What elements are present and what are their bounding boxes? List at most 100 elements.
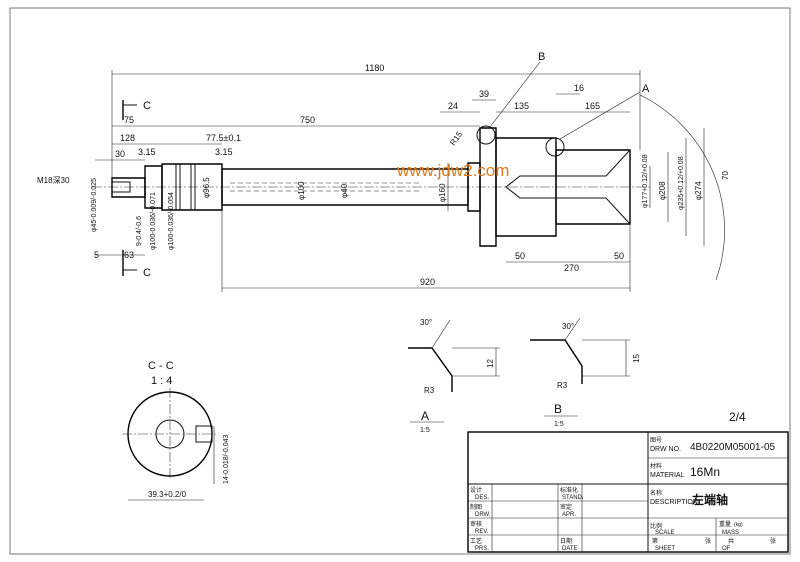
detail-b-circle [476, 125, 496, 145]
detail-a-height: 12 [486, 359, 495, 368]
detail-b-label: B [554, 402, 562, 416]
shaft-hub [495, 137, 557, 237]
dim-1180: 1180 [365, 63, 384, 73]
tb-mass-en: MASS [722, 530, 739, 536]
detail-a-angle: 30° [420, 318, 432, 327]
drawing-frame [9, 7, 791, 555]
dim-d177: φ177+0.12/+0.08 [642, 154, 649, 208]
dim-d208: φ208 [658, 181, 667, 200]
dim-d235: φ235+0.12/+0.08 [678, 156, 685, 210]
dim-70: 70 [721, 171, 730, 180]
sheet-mark: 2/4 [729, 410, 746, 424]
dim-165: 165 [585, 101, 600, 111]
detail-b-scale: 1:5 [554, 421, 564, 428]
title-block [467, 431, 789, 553]
tb-of-cn3: 张 [770, 537, 776, 545]
watermark: www.jdw2.com [396, 161, 509, 180]
keyway-slot [112, 181, 131, 193]
inner-cone [505, 149, 631, 225]
dim-39: 39 [479, 89, 489, 99]
tb-stand-en: STAND. [562, 495, 584, 501]
tb-drw-no-en: DRW NO. [650, 446, 681, 453]
tb-desc-cn: 名称 [650, 489, 662, 497]
dim-50b: 50 [614, 251, 624, 261]
tb-apr-en: APR. [562, 512, 576, 518]
detail-a-profile [408, 347, 453, 392]
dim-75: 75 [124, 115, 134, 125]
dim-m18: M18深30 [37, 176, 70, 185]
tb-mass-cn: 重量 [719, 520, 731, 528]
tb-material-en: MATERIAL [650, 472, 685, 479]
dim-315a: 3.15 [138, 147, 156, 157]
label-c-bottom: C [143, 267, 151, 279]
tb-apr-cn: 审定 [560, 503, 572, 511]
tb-des-en: DES. [475, 495, 489, 501]
tb-sheet-cn: 第 [652, 537, 658, 545]
dim-d100: φ100 [297, 181, 306, 200]
label-c-top: C [143, 100, 151, 112]
dim-50a: 50 [515, 251, 525, 261]
detail-b-height: 15 [632, 354, 641, 363]
dim-d274: φ274 [694, 181, 703, 200]
tb-of-cn: 张 [705, 537, 711, 545]
detail-b-view [530, 317, 630, 417]
detail-a-angle-line [431, 319, 451, 349]
arc-70 [639, 94, 725, 281]
dim-775: 77.5±0.1 [206, 133, 241, 143]
dim-16: 16 [574, 83, 584, 93]
section-dim-393: 39.3+0.2/0 [148, 490, 187, 499]
dim-270: 270 [564, 263, 579, 273]
tb-date-cn: 日期 [560, 537, 572, 545]
dim-135: 135 [514, 101, 529, 111]
detail-a-label: A [421, 409, 429, 423]
tb-scale-cn: 比例 [650, 522, 662, 530]
tb-of-cn2: 共 [728, 537, 734, 545]
tb-sheet-en: SHEET [655, 546, 675, 552]
detail-a-view [408, 319, 500, 423]
dim-d45: φ45-0.009/-0.025 [91, 178, 98, 232]
leader-b [489, 61, 541, 128]
dim-920: 920 [420, 277, 435, 287]
dim-d1004: φ100-0.036/-0.054 [168, 192, 175, 250]
tb-rev-en: REV. [475, 529, 489, 535]
tb-drw-en: DRW. [475, 512, 491, 518]
shaft-end-stub [111, 177, 146, 198]
dim-w9: 9-0.4/-0.6 [136, 216, 143, 246]
tb-prs-en: PRS. [475, 546, 489, 552]
dim-750: 750 [300, 115, 315, 125]
detail-a-scale: 1:5 [420, 427, 430, 434]
tb-stand-cn: 标准化 [560, 486, 578, 494]
detail-b-angle: 30° [562, 322, 574, 331]
dim-315b: 3.15 [215, 147, 233, 157]
dim-r15: R15 [448, 130, 464, 148]
label-a: A [642, 83, 650, 95]
section-title: C - C [148, 360, 174, 372]
title-block-border [467, 431, 789, 553]
detail-b-radius: R3 [557, 381, 568, 390]
shaft-main-view [92, 61, 725, 292]
detail-a-circle [545, 137, 565, 157]
section-scale: 1 : 4 [151, 375, 172, 387]
detail-b-angle-line [564, 317, 581, 341]
tb-of-en: OF [722, 546, 731, 552]
leader-a [559, 91, 641, 140]
tb-description: 左端轴 [691, 492, 728, 507]
tb-des-cn: 设计 [470, 486, 482, 494]
tb-prs-cn: 工艺 [470, 537, 482, 545]
dim-63: 63 [124, 250, 134, 260]
tb-mass-unit: (kg) [734, 522, 743, 528]
tb-drw-no-cn: 图号 [650, 437, 662, 444]
tb-scale-en: SCALE [655, 530, 675, 536]
dim-24: 24 [448, 101, 458, 111]
label-b: B [538, 51, 545, 63]
tb-date-en: DATE [562, 546, 578, 552]
tb-material-cn: 材料 [650, 462, 662, 470]
detail-b-profile [530, 339, 583, 384]
tb-drw-no: 4B0220M05001-05 [690, 442, 776, 453]
tb-drw-cn: 制图 [470, 503, 482, 511]
tb-rev-cn: 审核 [470, 520, 482, 528]
dim-d965: φ96.5 [202, 177, 211, 198]
detail-a-radius: R3 [424, 386, 435, 395]
tb-material: 16Mn [690, 465, 720, 479]
